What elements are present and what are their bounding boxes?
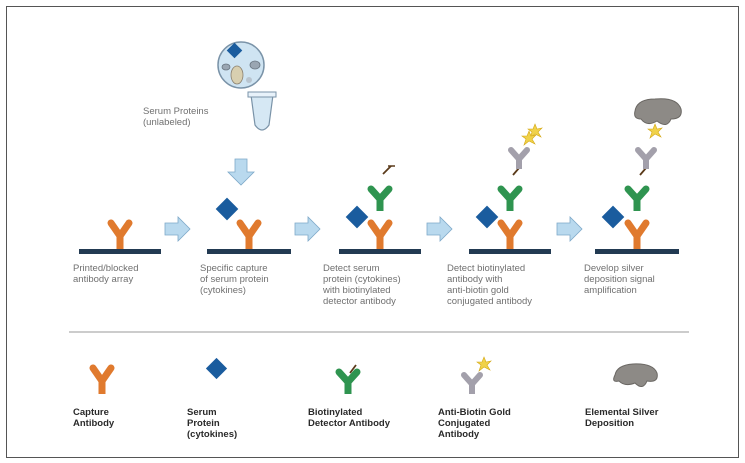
step-2-caption: Specific capture of serum protein (cytok… — [200, 263, 269, 296]
legend-detector-antibody-icon — [339, 364, 357, 394]
legend-serum-protein-label: Serum Protein (cytokines) — [187, 407, 238, 440]
sandwich-assay-diagram — [69, 41, 689, 459]
legend-gold-antibody-icon — [464, 356, 492, 394]
legend-silver-icon — [613, 363, 658, 387]
serum-protein-mixture-icon — [217, 41, 265, 89]
legend-capture-antibody-label: Capture Antibody — [73, 407, 115, 429]
stage-1-graphic — [79, 223, 161, 254]
arrow-1-icon — [164, 216, 191, 242]
legend-gold-antibody-label: Anti-Biotin Gold Conjugated Antibody — [438, 407, 511, 440]
stage-4-graphic — [469, 123, 551, 254]
stage-5-graphic — [595, 98, 682, 254]
step-3-caption: Detect serum protein (cytokines) with bi… — [323, 263, 401, 307]
step-5-caption: Develop silver deposition signal amplifi… — [584, 263, 655, 296]
stage-2-graphic — [207, 197, 291, 254]
step-1-caption: Printed/blocked antibody array — [73, 263, 139, 285]
legend-silver-label: Elemental Silver Deposition — [585, 407, 659, 429]
legend-serum-protein-icon — [205, 357, 228, 380]
legend-detector-antibody-label: Biotinylated Detector Antibody — [308, 407, 390, 429]
arrow-2-icon — [294, 216, 321, 242]
step-4-caption: Detect biotinylated antibody with anti-b… — [447, 263, 533, 307]
legend-capture-antibody-icon — [93, 368, 111, 394]
diagram-frame: Serum Proteins (unlabeled) Printed/block… — [6, 6, 739, 458]
arrow-4-icon — [556, 216, 583, 242]
stage-3-graphic — [339, 165, 421, 254]
sample-tube-icon — [247, 91, 277, 131]
arrow-3-icon — [426, 216, 453, 242]
serum-proteins-label: Serum Proteins (unlabeled) — [143, 106, 209, 128]
down-arrow-icon — [227, 158, 255, 186]
